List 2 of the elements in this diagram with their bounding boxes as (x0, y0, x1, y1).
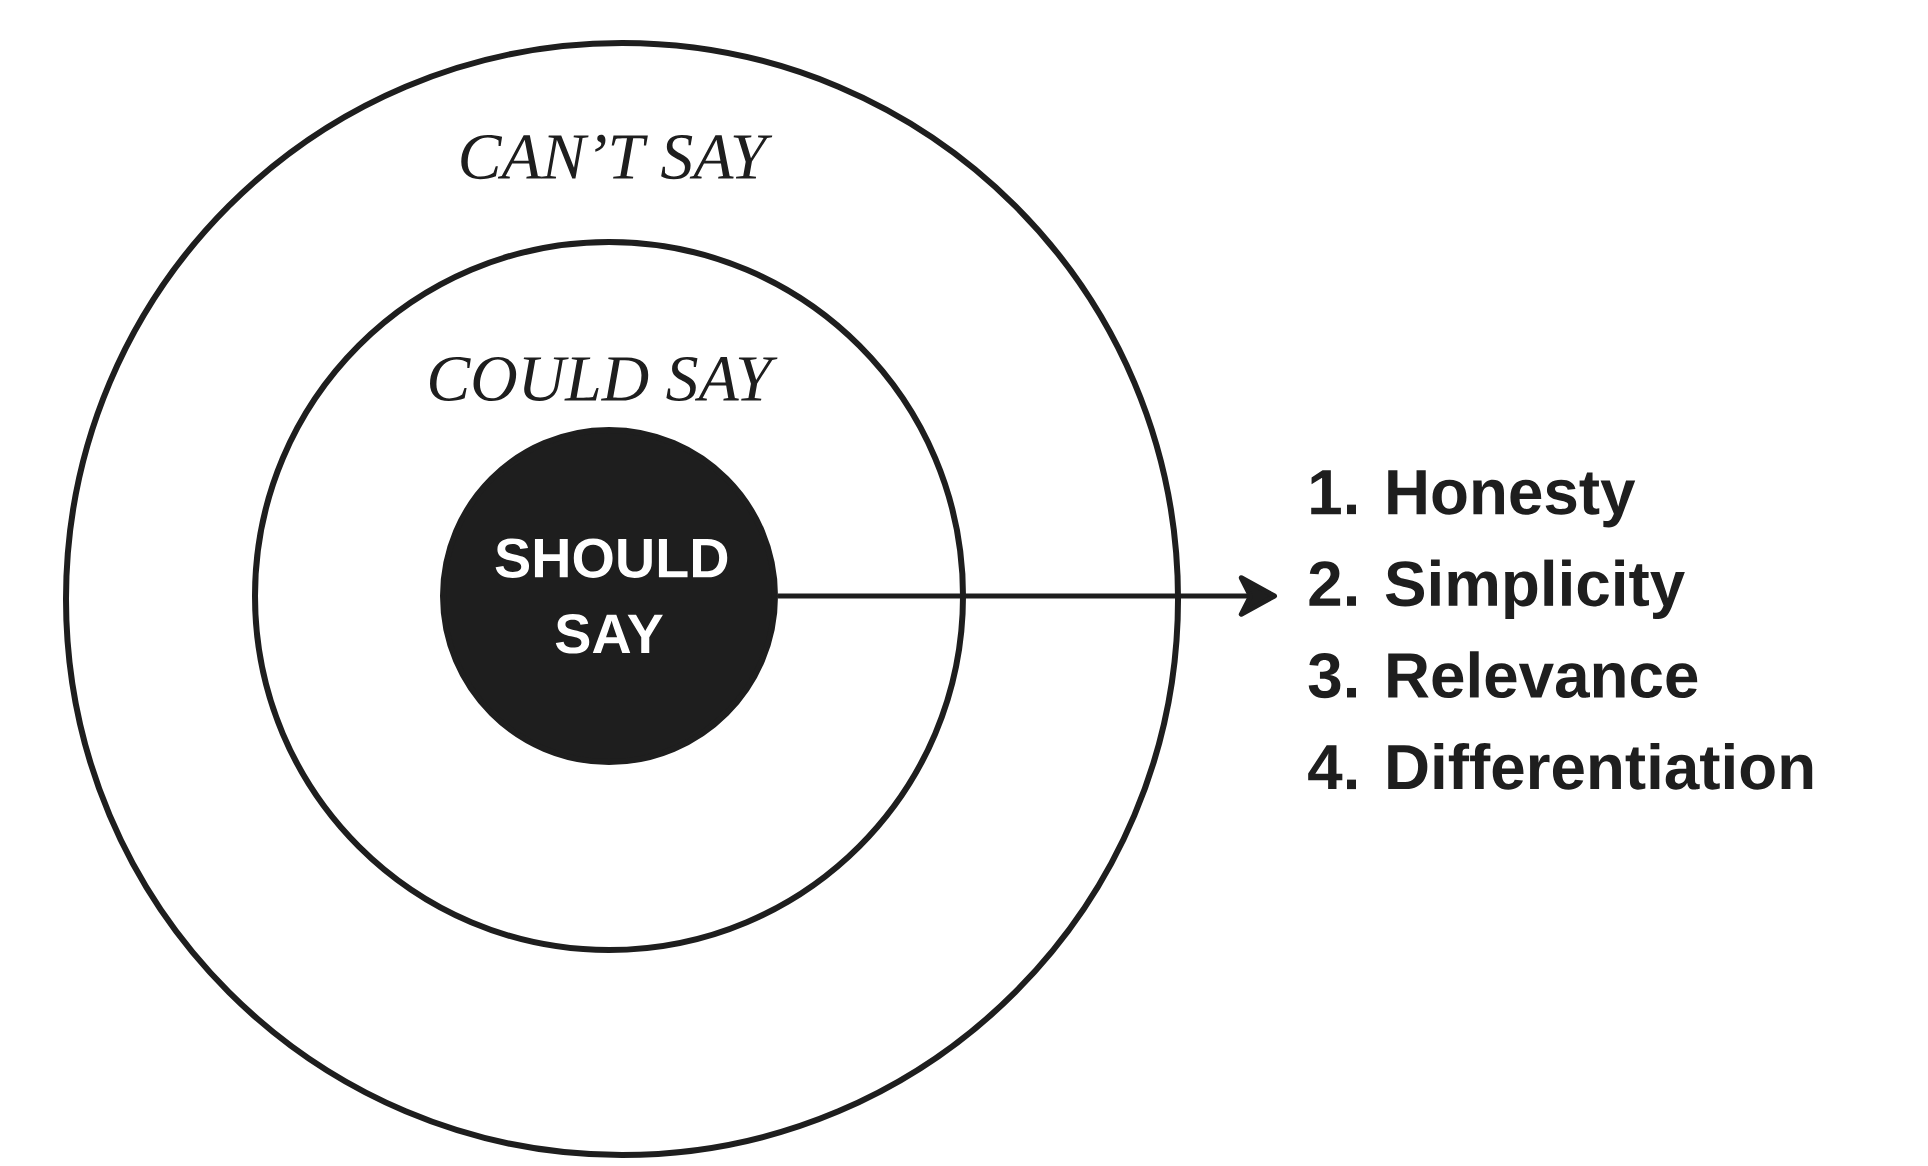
numbered-list: 1. Honesty 2. Simplicity 3. Relevance 4. Differentiation (1308, 470, 1813, 790)
arrow (778, 575, 1277, 617)
